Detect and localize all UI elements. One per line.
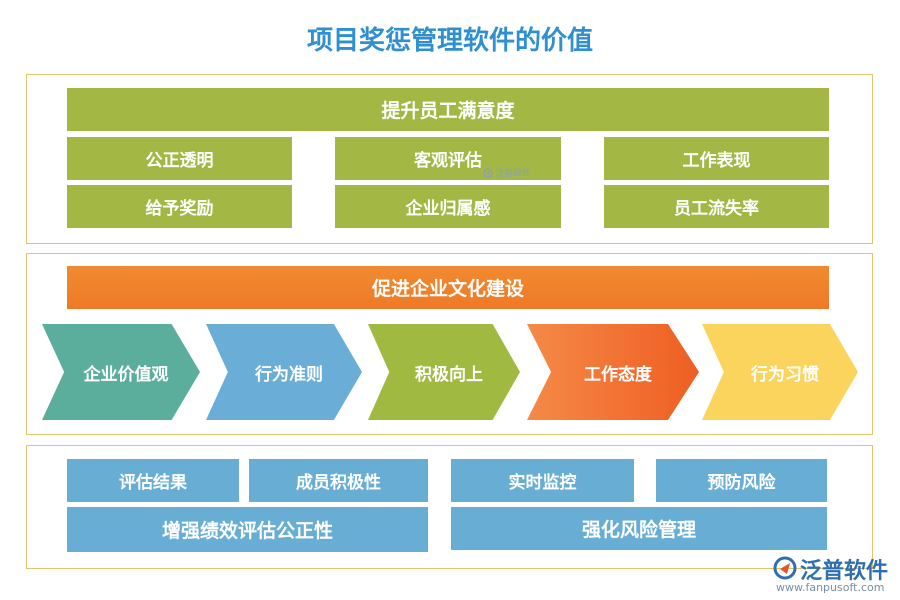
header-employee-satisfaction: 提升员工满意度 [67, 88, 829, 131]
watermark-logo-icon [483, 167, 493, 178]
step-label: 行为习惯 [751, 364, 819, 385]
step-label: 行为准则 [255, 364, 323, 385]
step-code-of-conduct: 行为准则 [206, 324, 362, 420]
item-give-rewards: 给予奖励 [67, 185, 292, 228]
step-work-attitude: 工作态度 [527, 324, 699, 420]
header-corporate-culture: 促进企业文化建设 [67, 266, 829, 309]
step-label: 企业价值观 [83, 364, 169, 385]
header-risk-management: 强化风险管理 [451, 507, 827, 550]
watermark: 泛普软件 [483, 166, 531, 179]
brand-logo-icon [773, 556, 797, 580]
brand-name: 泛普软件 [800, 559, 889, 584]
item-work-performance: 工作表现 [604, 137, 829, 180]
step-label: 工作态度 [584, 364, 652, 385]
item-member-enthusiasm: 成员积极性 [249, 459, 428, 502]
brand-url: www.fanpusoft.com [776, 581, 885, 594]
step-positive-attitude: 积极向上 [368, 324, 520, 420]
item-evaluation-results: 评估结果 [67, 459, 239, 502]
item-real-time-monitoring: 实时监控 [451, 459, 634, 502]
item-sense-of-belonging: 企业归属感 [335, 185, 561, 228]
watermark-text: 泛普软件 [495, 169, 532, 179]
step-behavior-habits: 行为习惯 [702, 324, 858, 420]
item-turnover-rate: 员工流失率 [604, 185, 829, 228]
header-performance-fairness: 增强绩效评估公正性 [67, 507, 428, 552]
item-objective-evaluation: 客观评估 [335, 137, 561, 180]
item-fair-transparent: 公正透明 [67, 137, 292, 180]
step-label: 积极向上 [415, 364, 483, 385]
step-corporate-values: 企业价值观 [42, 324, 200, 420]
brand-logo: 泛普软件 www.fanpusoft.com [772, 553, 897, 597]
page-title: 项目奖惩管理软件的价值 [306, 26, 593, 56]
item-risk-prevention: 预防风险 [656, 459, 827, 502]
